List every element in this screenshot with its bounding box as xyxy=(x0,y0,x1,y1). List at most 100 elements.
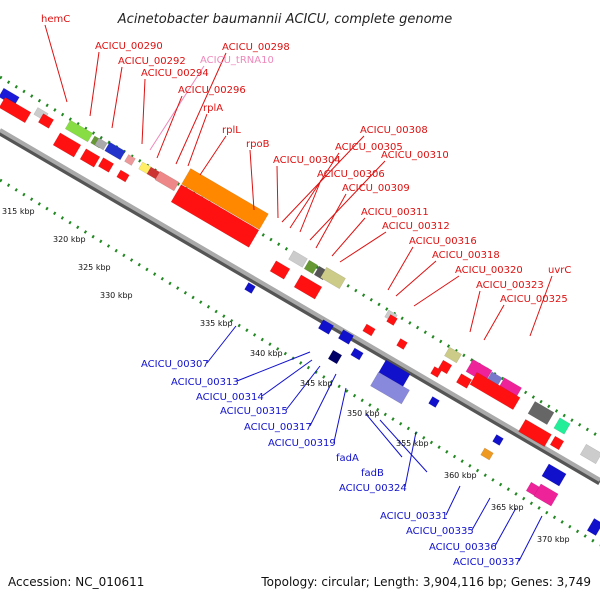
gene-label[interactable]: ACICU_00320 xyxy=(455,265,523,276)
gene-label[interactable]: ACICU_00318 xyxy=(432,250,500,261)
gene-feature-block[interactable] xyxy=(396,338,408,350)
gene-feature-block[interactable] xyxy=(386,314,398,326)
gene-feature-block[interactable] xyxy=(430,366,442,378)
leader-line xyxy=(387,246,414,291)
gene-feature-block[interactable] xyxy=(244,282,256,294)
gene-feature-block[interactable] xyxy=(181,168,269,230)
gene-label[interactable]: ACICU_00309 xyxy=(342,183,410,194)
gene-feature-block[interactable] xyxy=(553,417,571,435)
leader-line xyxy=(206,325,237,364)
gene-label[interactable]: ACICU_00290 xyxy=(95,41,163,52)
gene-label[interactable]: ACICU_00312 xyxy=(382,221,450,232)
gene-label[interactable]: ACICU_00317 xyxy=(244,422,312,433)
gene-feature-block[interactable] xyxy=(94,137,108,151)
leader-line xyxy=(44,24,68,103)
leader-line xyxy=(141,78,146,145)
gene-label[interactable]: fadA xyxy=(336,453,359,464)
gene-label[interactable]: ACICU_00319 xyxy=(268,438,336,449)
leader-line xyxy=(379,419,428,473)
gene-feature-block[interactable] xyxy=(586,518,600,536)
gene-feature-block[interactable] xyxy=(97,157,115,173)
gene-feature-block[interactable] xyxy=(362,323,376,337)
gene-feature-block[interactable] xyxy=(533,483,559,507)
gene-feature-block[interactable] xyxy=(317,319,335,335)
gene-feature-block[interactable] xyxy=(428,396,440,408)
gene-label[interactable]: ACICU_00308 xyxy=(360,125,428,136)
gene-label[interactable]: ACICU_00298 xyxy=(222,42,290,53)
gene-label[interactable]: ACICU_00324 xyxy=(339,483,407,494)
gene-label[interactable]: ACICU_00292 xyxy=(118,56,186,67)
gene-label[interactable]: ACICU_00331 xyxy=(380,511,448,522)
leader-line xyxy=(281,135,365,223)
gene-feature-block[interactable] xyxy=(469,372,521,410)
gene-feature-block[interactable] xyxy=(0,96,32,124)
gene-feature-block[interactable] xyxy=(124,154,136,166)
gene-feature-block[interactable] xyxy=(37,113,55,129)
accession-text: Accession: NC_010611 xyxy=(8,575,144,589)
gene-feature-block[interactable] xyxy=(320,266,346,290)
gene-label[interactable]: ACICU_00296 xyxy=(178,85,246,96)
gene-feature-block[interactable] xyxy=(303,259,319,275)
leader-line xyxy=(187,113,208,167)
gene-label[interactable]: ACICU_00305 xyxy=(335,142,403,153)
gene-feature-block[interactable] xyxy=(170,184,260,248)
gene-feature-block[interactable] xyxy=(437,359,453,375)
gene-label[interactable]: rplL xyxy=(222,125,241,136)
gene-feature-block[interactable] xyxy=(370,371,410,405)
gene-feature-block[interactable] xyxy=(492,434,504,446)
gene-feature-block[interactable] xyxy=(518,419,552,447)
gene-label[interactable]: ACICU_00311 xyxy=(361,207,429,218)
leader-line xyxy=(471,497,491,531)
gene-label[interactable]: ACICU_00310 xyxy=(381,150,449,161)
gene-feature-block[interactable] xyxy=(79,148,101,168)
gene-label[interactable]: ACICU_00304 xyxy=(273,155,341,166)
leader-line xyxy=(89,51,100,117)
gene-label[interactable]: ACICU_tRNA10 xyxy=(200,55,274,66)
gene-label[interactable]: ACICU_00316 xyxy=(409,236,477,247)
gene-feature-block[interactable] xyxy=(104,141,126,161)
leader-line xyxy=(445,485,461,516)
gene-label[interactable]: ACICU_00313 xyxy=(171,377,239,388)
gene-label[interactable]: ACICU_00294 xyxy=(141,68,209,79)
gene-feature-block[interactable] xyxy=(288,250,308,268)
gene-label[interactable]: ACICU_00307 xyxy=(141,359,209,370)
gene-label[interactable]: fadB xyxy=(361,468,384,479)
leader-line xyxy=(404,431,417,488)
gene-label[interactable]: ACICU_00336 xyxy=(429,542,497,553)
gene-feature-block[interactable] xyxy=(549,435,565,451)
gene-feature-block[interactable] xyxy=(116,169,130,183)
gene-feature-block[interactable] xyxy=(527,401,555,425)
gene-label[interactable]: ACICU_00323 xyxy=(476,280,544,291)
gene-feature-block[interactable] xyxy=(269,260,291,280)
gene-label[interactable]: hemC xyxy=(41,14,70,25)
gene-label[interactable]: uvrC xyxy=(548,265,571,276)
leader-line xyxy=(236,351,311,382)
gene-feature-block[interactable] xyxy=(293,274,323,300)
leader-line xyxy=(285,365,321,411)
gene-label[interactable]: ACICU_00315 xyxy=(220,406,288,417)
leader-line xyxy=(299,179,322,233)
gene-feature-block[interactable] xyxy=(579,443,600,465)
gene-label[interactable]: ACICU_00314 xyxy=(196,392,264,403)
scale-tick-label: 315 kbp xyxy=(2,207,35,216)
gene-feature-block[interactable] xyxy=(52,132,82,158)
gene-label[interactable]: ACICU_00325 xyxy=(500,294,568,305)
gene-feature-block[interactable] xyxy=(541,463,567,487)
gene-feature-block[interactable] xyxy=(327,349,343,365)
gene-feature-block[interactable] xyxy=(455,373,473,389)
gene-label[interactable]: ACICU_00335 xyxy=(406,526,474,537)
gene-feature-block[interactable] xyxy=(350,347,364,361)
leader-line xyxy=(518,515,543,562)
scale-tick-label: 365 kbp xyxy=(491,503,524,512)
gene-feature-block[interactable] xyxy=(64,119,94,143)
gene-label[interactable]: ACICU_00337 xyxy=(453,557,521,568)
gene-feature-block[interactable] xyxy=(480,447,494,461)
gene-feature-block[interactable] xyxy=(337,329,355,345)
gene-label[interactable]: rplA xyxy=(203,103,223,114)
gene-feature-block[interactable] xyxy=(154,170,180,192)
gene-feature-block[interactable] xyxy=(444,346,462,364)
gene-label[interactable]: rpoB xyxy=(246,139,270,150)
gene-label[interactable]: ACICU_00306 xyxy=(317,169,385,180)
scale-tick-label: 345 kbp xyxy=(300,379,333,388)
